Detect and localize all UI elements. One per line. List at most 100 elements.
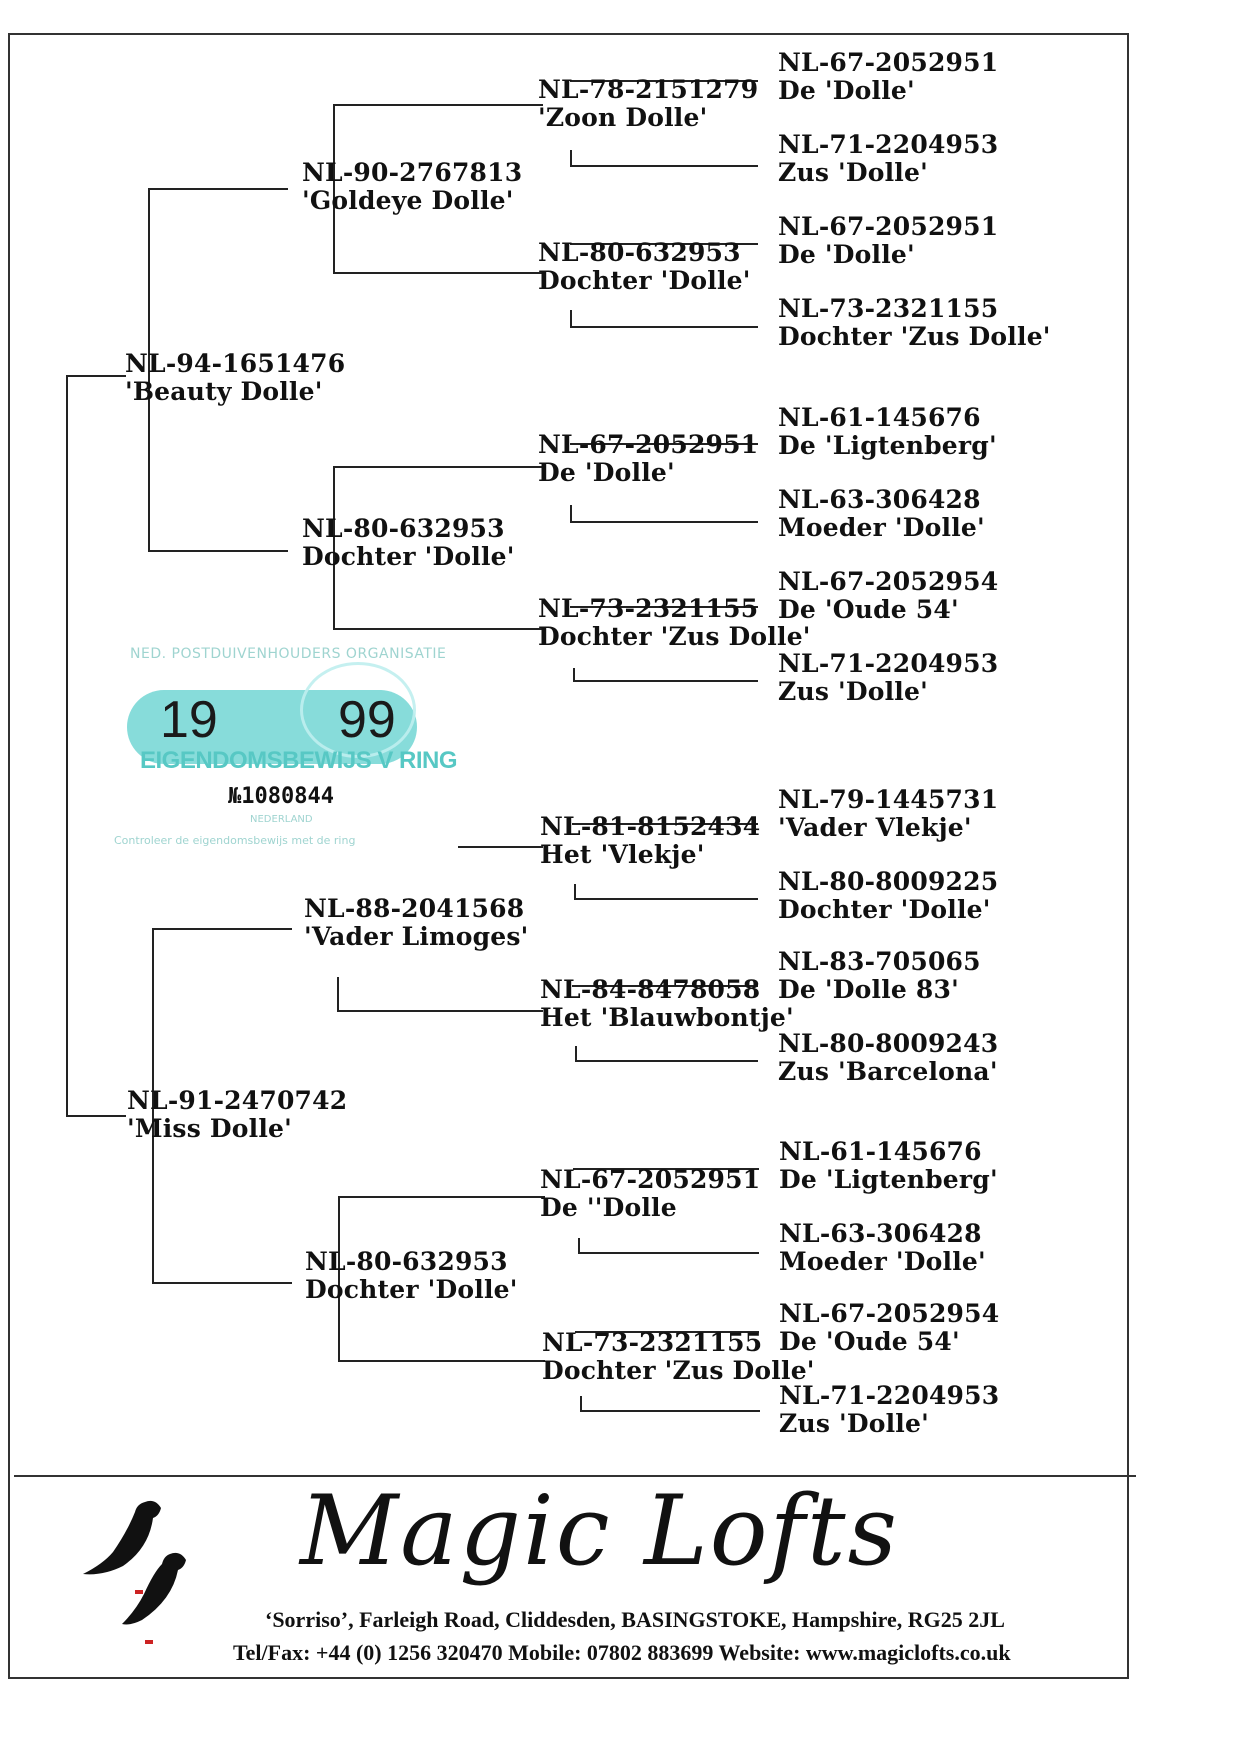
pigeon-name: De 'Oude 54' <box>779 1327 960 1356</box>
pigeon-name: De 'Dolle 83' <box>778 975 959 1004</box>
pigeon-name: Het 'Vlekje' <box>540 840 705 869</box>
ring-number: NL-63-306428 <box>779 1219 982 1248</box>
pedigree-g3-3: NL-73-2321155 Dochter 'Zus Dolle' <box>538 595 811 651</box>
footer-contact: Tel/Fax: +44 (0) 1256 320470 Mobile: 078… <box>233 1640 1011 1665</box>
brand-logo: Magic Lofts <box>300 1475 899 1587</box>
pigeon-name: Zus 'Barcelona' <box>778 1057 998 1086</box>
ring-number: NL-78-2151279 <box>538 75 759 104</box>
card-label: EIGENDOMSBEWIJS V RING <box>140 747 458 774</box>
card-country: NEDERLAND <box>250 814 313 825</box>
pedigree-g3-6: NL-67-2052951 De ''Dolle <box>540 1166 760 1222</box>
pigeon-name: De 'Ligtenberg' <box>779 1165 998 1194</box>
ring-number: NL-73-2321155 <box>538 594 759 623</box>
ring-number: NL-83-705065 <box>778 947 981 976</box>
pedigree-g4-2: NL-67-2052951 De 'Dolle' <box>778 213 998 269</box>
ring-number: NL-63-306428 <box>778 485 981 514</box>
pedigree-g4-8: NL-79-1445731 'Vader Vlekje' <box>778 786 998 842</box>
pedigree-g4-11: NL-80-8009243 Zus 'Barcelona' <box>778 1030 998 1086</box>
ring-number: NL-80-8009225 <box>778 867 999 896</box>
card-footnote: Controleer de eigendomsbewijs met de rin… <box>114 834 356 847</box>
lion-emblem-icon <box>300 662 416 758</box>
pigeon-name: 'Miss Dolle' <box>127 1114 292 1143</box>
pigeon-name: 'Goldeye Dolle' <box>302 186 514 215</box>
ring-number: NL-79-1445731 <box>778 785 999 814</box>
pigeon-name: Zus 'Dolle' <box>778 677 928 706</box>
pigeon-name: Moeder 'Dolle' <box>778 513 985 542</box>
pigeon-name: Zus 'Dolle' <box>778 158 928 187</box>
pedigree-g2-0: NL-90-2767813 'Goldeye Dolle' <box>302 159 522 215</box>
ring-number: NL-67-2052954 <box>779 1299 1000 1328</box>
pedigree-g3-2: NL-67-2052951 De 'Dolle' <box>538 431 758 487</box>
pigeon-name: De 'Oude 54' <box>778 595 959 624</box>
pedigree-g4-13: NL-63-306428 Moeder 'Dolle' <box>779 1220 986 1276</box>
ring-number: NL-94-1651476 <box>125 349 346 378</box>
pigeon-name: De 'Ligtenberg' <box>778 431 997 460</box>
pedigree-g4-5: NL-63-306428 Moeder 'Dolle' <box>778 486 985 542</box>
pigeon-name: 'Beauty Dolle' <box>125 377 323 406</box>
ring-number: NL-84-8478058 <box>540 975 761 1004</box>
pigeon-name: Het 'Blauwbontje' <box>540 1003 794 1032</box>
pigeon-name: Zus 'Dolle' <box>779 1409 929 1438</box>
pigeons-logo-icon <box>83 1500 186 1644</box>
pigeon-name: Dochter 'Zus Dolle' <box>778 322 1051 351</box>
ring-number: NL-67-2052951 <box>778 212 999 241</box>
pedigree-g4-7: NL-71-2204953 Zus 'Dolle' <box>778 650 998 706</box>
pedigree-g4-6: NL-67-2052954 De 'Oude 54' <box>778 568 998 624</box>
ring-number: NL-81-8152434 <box>540 812 761 841</box>
pedigree-g4-4: NL-61-145676 De 'Ligtenberg' <box>778 404 997 460</box>
pedigree-g3-4: NL-81-8152434 Het 'Vlekje' <box>540 813 760 869</box>
pigeon-name: 'Vader Limoges' <box>304 922 529 951</box>
pedigree-g2-3: NL-80-632953 Dochter 'Dolle' <box>305 1248 518 1304</box>
year-right: 99 <box>338 691 396 749</box>
ring-number: NL-88-2041568 <box>304 894 525 923</box>
ring-number: NL-91-2470742 <box>127 1086 348 1115</box>
ring-number: NL-67-2052954 <box>778 567 999 596</box>
ring-number: NL-80-632953 <box>305 1247 508 1276</box>
pedigree-g1-sire: NL-94-1651476 'Beauty Dolle' <box>125 350 345 406</box>
pigeon-name: De 'Dolle' <box>778 240 915 269</box>
pigeon-name: Dochter 'Zus Dolle' <box>538 622 811 651</box>
ring-number: NL-71-2204953 <box>778 649 999 678</box>
ring-number: NL-80-8009243 <box>778 1029 999 1058</box>
year-left: 19 <box>160 691 218 749</box>
pigeon-name: De 'Dolle' <box>778 76 915 105</box>
pigeon-name: Dochter 'Dolle' <box>302 542 515 571</box>
pigeon-name: Moeder 'Dolle' <box>779 1247 986 1276</box>
ring-number: NL-80-632953 <box>538 238 741 267</box>
pigeon-name: 'Zoon Dolle' <box>538 103 708 132</box>
ring-number: NL-61-145676 <box>778 403 981 432</box>
pedigree-g4-9: NL-80-8009225 Dochter 'Dolle' <box>778 868 998 924</box>
pedigree-g3-7: NL-73-2321155 Dochter 'Zus Dolle' <box>542 1329 815 1385</box>
ring-ownership-card: NED. POSTDUIVENHOUDERS ORGANISATIE 19 99… <box>100 624 460 856</box>
pigeon-name: Dochter 'Zus Dolle' <box>542 1356 815 1385</box>
pigeon-name: De 'Dolle' <box>538 458 675 487</box>
pedigree-g4-15: NL-71-2204953 Zus 'Dolle' <box>779 1382 999 1438</box>
ring-number: NL-67-2052951 <box>538 430 759 459</box>
ring-number: NL-73-2321155 <box>778 294 999 323</box>
pedigree-g3-0: NL-78-2151279 'Zoon Dolle' <box>538 76 758 132</box>
pedigree-g2-2: NL-88-2041568 'Vader Limoges' <box>304 895 529 951</box>
ring-number: NL-73-2321155 <box>542 1328 763 1357</box>
ring-number: NL-90-2767813 <box>302 158 523 187</box>
pedigree-g3-5: NL-84-8478058 Het 'Blauwbontje' <box>540 976 794 1032</box>
footer-panel <box>14 1475 1136 1682</box>
pigeon-name: Dochter 'Dolle' <box>305 1275 518 1304</box>
pedigree-g4-0: NL-67-2052951 De 'Dolle' <box>778 49 998 105</box>
ring-number: NL-61-145676 <box>779 1137 982 1166</box>
card-header: NED. POSTDUIVENHOUDERS ORGANISATIE <box>130 646 447 662</box>
ring-number: NL-80-632953 <box>302 514 505 543</box>
pigeon-name: De ''Dolle <box>540 1193 677 1222</box>
pedigree-g1-dam: NL-91-2470742 'Miss Dolle' <box>127 1087 347 1143</box>
pedigree-g4-1: NL-71-2204953 Zus 'Dolle' <box>778 131 998 187</box>
pigeon-name: Dochter 'Dolle' <box>538 266 751 295</box>
pedigree-g4-10: NL-83-705065 De 'Dolle 83' <box>778 948 981 1004</box>
pedigree-g4-3: NL-73-2321155 Dochter 'Zus Dolle' <box>778 295 1051 351</box>
pigeon-name: 'Vader Vlekje' <box>778 813 972 842</box>
footer-address: ‘Sorriso’, Farleigh Road, Cliddesden, BA… <box>265 1607 1005 1632</box>
pedigree-g4-14: NL-67-2052954 De 'Oude 54' <box>779 1300 999 1356</box>
card-number: №1080844 <box>228 784 334 809</box>
pedigree-g4-12: NL-61-145676 De 'Ligtenberg' <box>779 1138 998 1194</box>
ring-number: NL-71-2204953 <box>778 130 999 159</box>
ring-number: NL-67-2052951 <box>540 1165 761 1194</box>
page-frame <box>8 33 1129 1679</box>
